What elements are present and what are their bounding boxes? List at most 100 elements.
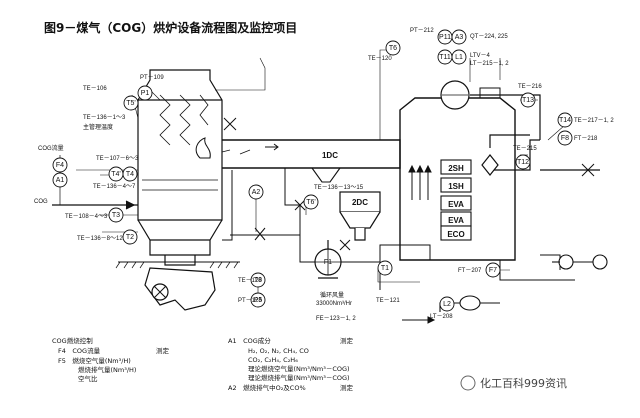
boiler-block <box>399 87 516 261</box>
f7-balloon <box>485 262 501 278</box>
pt128-label: PT－128 <box>238 298 262 304</box>
legend-f5c: 空气比 <box>78 374 98 383</box>
discharge-chute <box>144 267 216 311</box>
t6-tag: T6 <box>389 45 397 52</box>
lt208-label: LT－208 <box>430 314 453 320</box>
t5-tag: T5' <box>126 100 136 107</box>
watermark: 化工百科999资讯 <box>460 375 567 391</box>
l1-tag: L1 <box>455 54 463 61</box>
l2-balloon <box>439 296 455 312</box>
t1-balloon <box>377 260 393 276</box>
p5-balloon <box>250 292 266 308</box>
te121-label: TE－121 <box>376 298 400 304</box>
lt215-label: LT－215－1, 2 <box>470 61 509 67</box>
watermark-text: 化工百科999资讯 <box>480 376 567 390</box>
ltv-label: LTV－4 <box>470 53 491 59</box>
eva2-label: EVA <box>448 216 464 225</box>
l1-balloon <box>451 49 467 65</box>
legend-a1-tag: 测定 <box>340 336 354 345</box>
te216-label: TE－216 <box>518 84 542 90</box>
p1-balloon <box>137 85 153 101</box>
t1-tag: T1 <box>381 265 389 272</box>
main-duct <box>221 139 401 183</box>
legend-a1c: CO₂, C₂H₄, C₂H₆ <box>248 356 298 364</box>
t2-tag: T2 <box>126 234 134 241</box>
t12-tag: T12 <box>517 159 529 166</box>
ground-hatch <box>115 261 240 269</box>
main-temp-label: 主管理温度 <box>83 123 113 131</box>
t3-tag: T3 <box>112 212 120 219</box>
duct-valves <box>223 117 351 251</box>
eva1-label: EVA <box>448 200 464 209</box>
legend-heading: COG燃烧控制 <box>52 336 93 345</box>
cog-flow-label: COG流量 <box>38 144 64 152</box>
2dc-label: 2DC <box>352 198 368 207</box>
boiler-water-pumps <box>552 254 608 270</box>
te107-label: TE－107－6～3 <box>96 156 139 162</box>
legend-a1: A1 COG成分 <box>228 336 271 345</box>
coke-oven-tower <box>137 69 223 266</box>
f1-tag: F1 <box>324 259 332 266</box>
legend-a1b: H₂, O₂, N₂, CH₄, CO <box>248 347 309 355</box>
t13-tag: T13 <box>522 97 534 104</box>
pt109-label: PT－109 <box>140 75 164 81</box>
te129-label: TE－129 <box>238 278 262 284</box>
legend-a1d: 理论燃烧空气量(Nm³/Nm³－COG) <box>248 364 350 373</box>
t11-tag: T11 <box>439 54 451 61</box>
2dc-cyclone <box>339 191 381 241</box>
p11-tag: P11 <box>439 34 451 41</box>
a1-balloon <box>52 172 68 188</box>
t14-balloon <box>557 112 573 128</box>
t4-balloon <box>122 166 138 182</box>
legend: COG燃烧控制 F4 COG流量 测定 F5 燃烧空气量(Nm³/H) 燃烧排气… <box>52 336 354 392</box>
p5-tag: P5 <box>254 297 263 304</box>
a3-balloon <box>451 29 467 45</box>
steam-outlet-line <box>481 134 600 177</box>
legend-a2-tag: 测定 <box>340 383 354 392</box>
return-ducts <box>222 168 575 290</box>
circ-value-label: 33000Nm³/Hr <box>316 301 352 307</box>
a3-tag: A3 <box>455 34 464 41</box>
l2-tag: L2 <box>443 301 451 308</box>
legend-f4: F4 COG流量 <box>58 346 101 355</box>
steam-drum <box>440 80 541 140</box>
a2-tag: A2 <box>252 189 261 196</box>
f4-tag: F4 <box>56 162 64 169</box>
t4-tag: T4 <box>126 171 134 178</box>
legend-f4-tag: 测定 <box>156 346 170 355</box>
t6p-tag: T6' <box>306 199 316 206</box>
t6p-balloon <box>303 194 319 210</box>
t6-balloon <box>385 40 401 56</box>
qt-label: QT－224, 225 <box>470 34 508 40</box>
f4-balloon <box>52 157 68 173</box>
te120-label: TE－120 <box>368 56 392 62</box>
te136a-label: TE－136－1～3 <box>83 115 126 121</box>
legend-a2: A2 燃烧排气中O₂及CO% <box>228 383 306 392</box>
t3-balloon <box>108 207 124 223</box>
p1-tag: P1 <box>141 90 150 97</box>
ft218-label: FT－218 <box>574 136 598 142</box>
cog-label: COG <box>34 199 48 205</box>
1dc-label: 1DC <box>322 151 338 160</box>
te136c-label: TE－136－8～12 <box>77 236 123 242</box>
a1-tag: A1 <box>56 177 65 184</box>
legend-f5b: 燃烧排气量(Nm³/H) <box>78 365 136 374</box>
f8-balloon <box>557 130 573 146</box>
pt212-label: PT－212 <box>410 28 434 34</box>
te108-label: TE－108－4～3 <box>65 214 108 220</box>
f7-tag: F7 <box>489 267 497 274</box>
a2-balloon <box>248 184 264 200</box>
t14-tag: T14 <box>559 117 571 124</box>
diagram-title: 图9－煤气（COG）烘炉设备流程图及监控项目 <box>44 20 297 35</box>
t2-balloon <box>122 229 138 245</box>
2sh-label: 2SH <box>448 164 464 173</box>
boiler-stages <box>440 159 472 241</box>
t5-balloon <box>123 95 139 111</box>
t8-balloon <box>250 272 266 288</box>
te106-label: TE－106 <box>83 86 107 92</box>
1sh-label: 1SH <box>448 182 464 191</box>
circ-air-label: 循环风量 <box>320 291 344 299</box>
t4p-tag: T4' <box>111 171 121 178</box>
